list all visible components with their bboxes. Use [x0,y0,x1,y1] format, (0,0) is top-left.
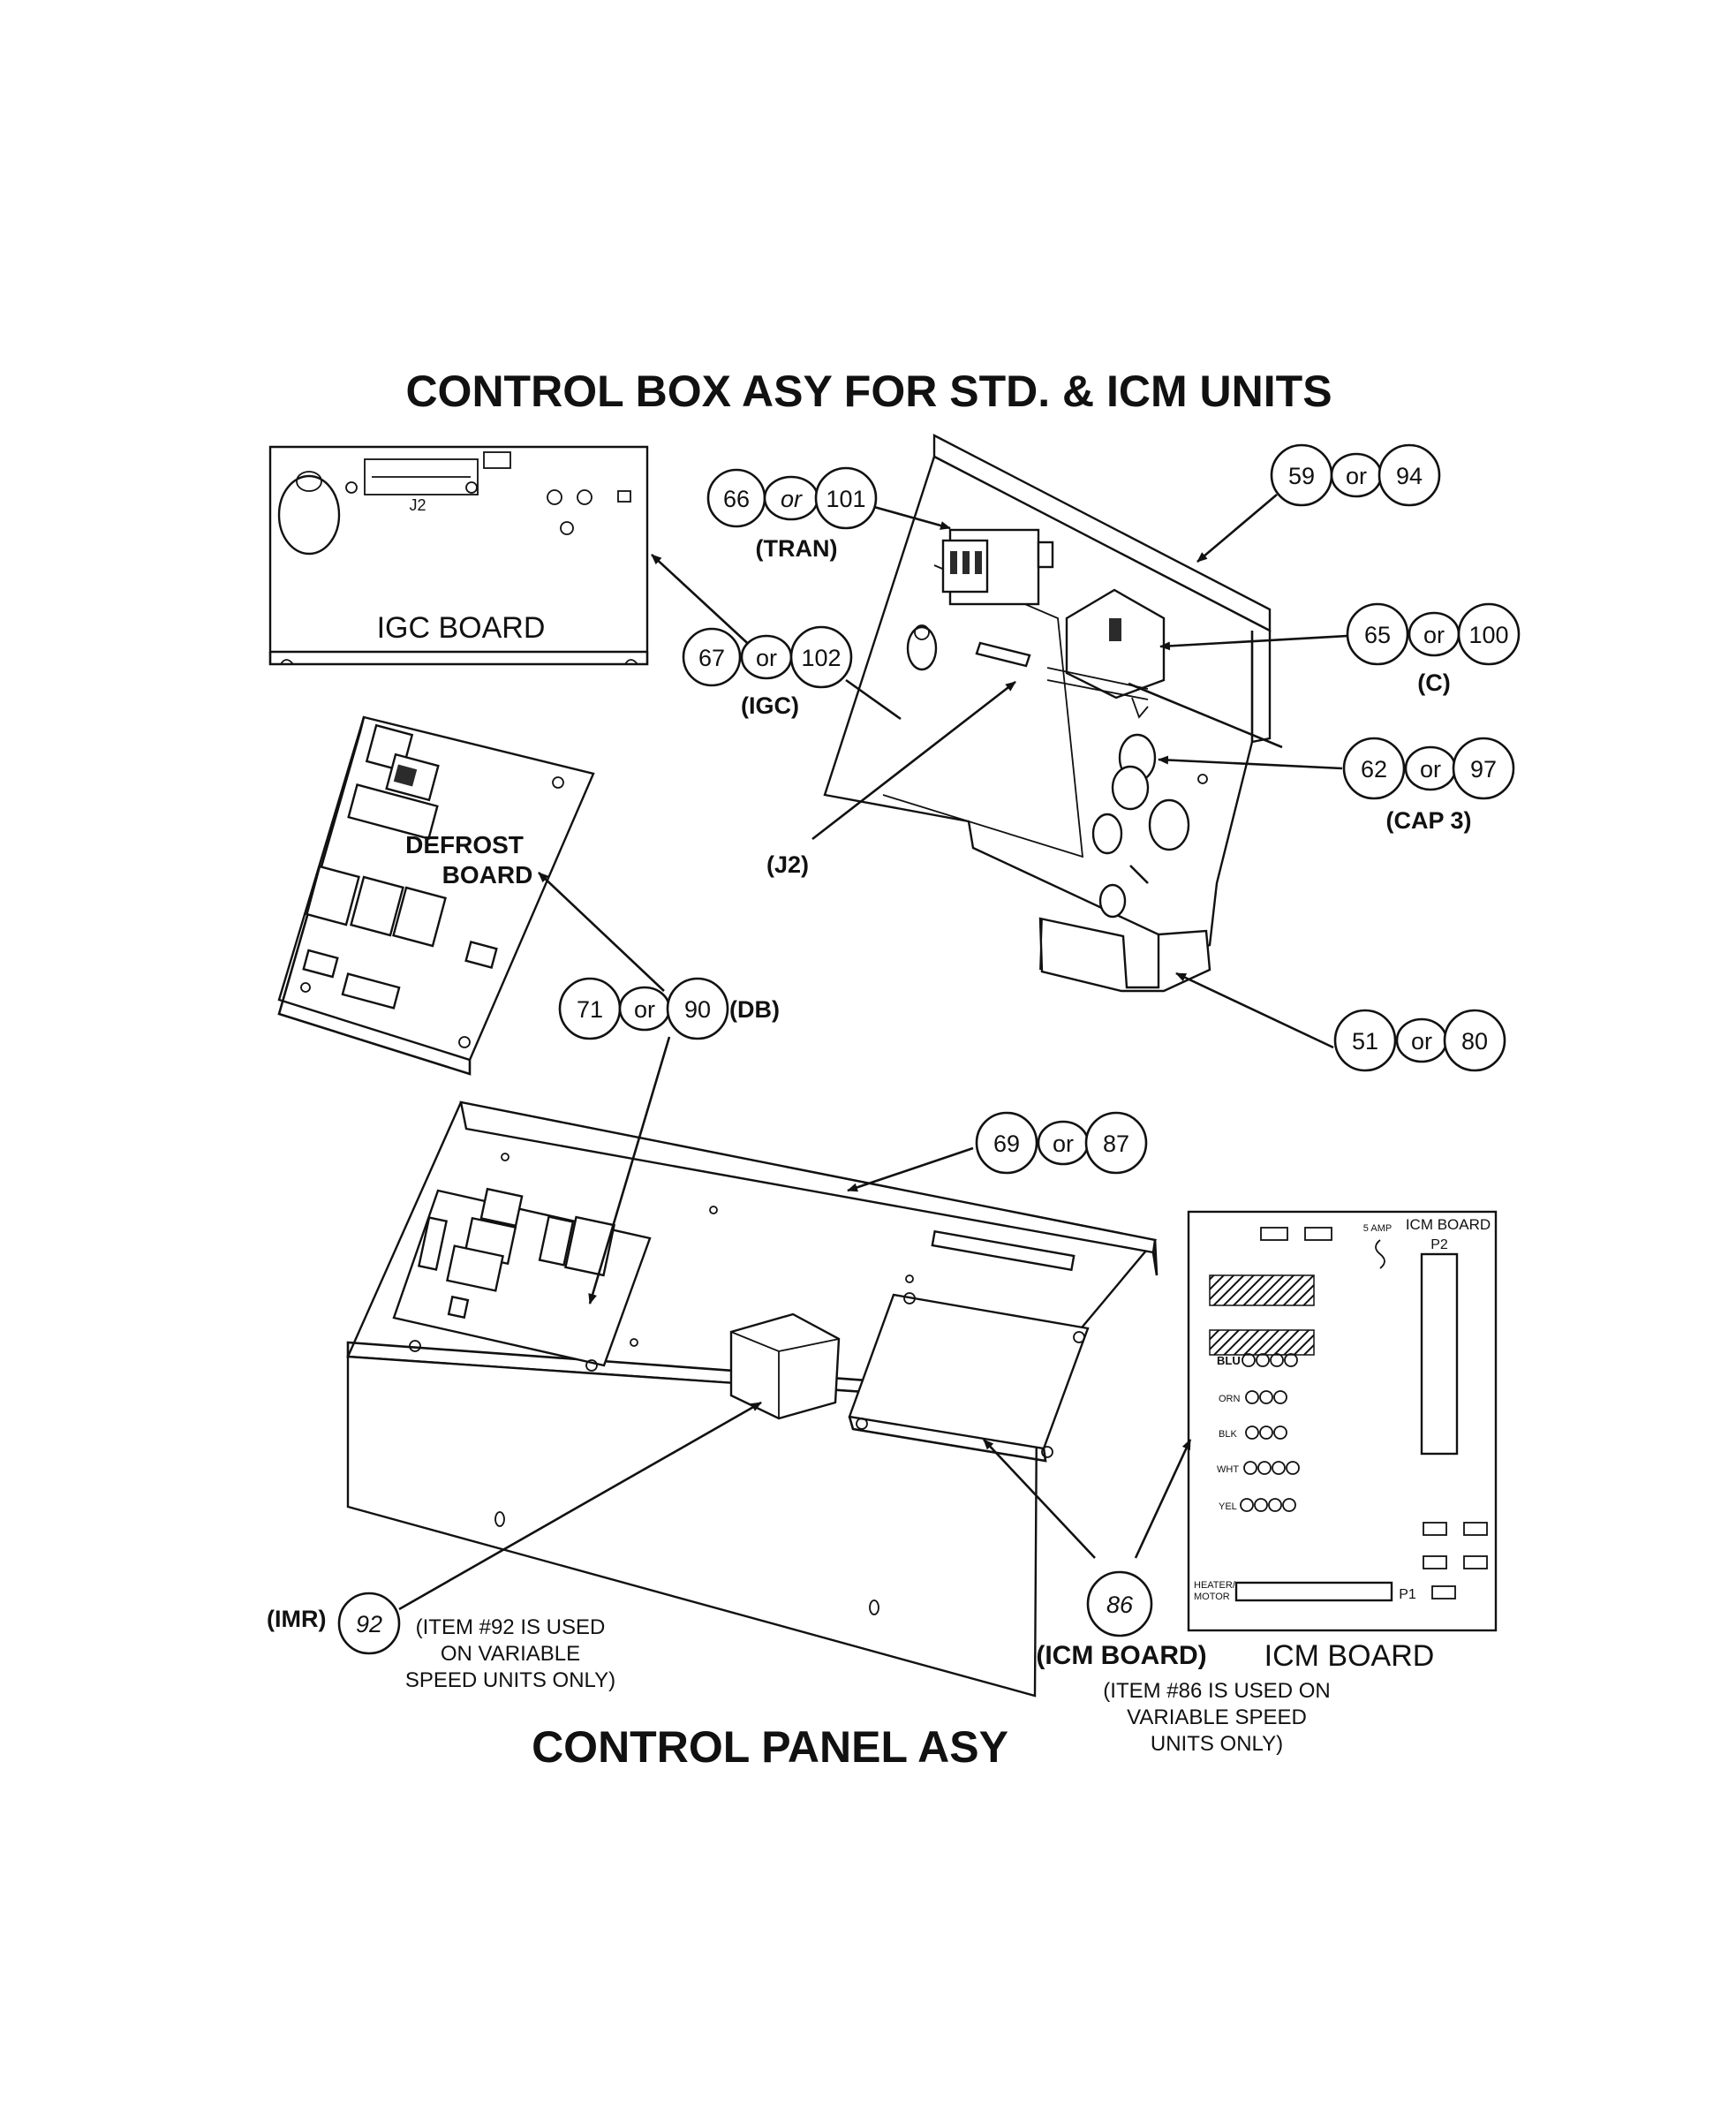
callout-db: 71 or 90 (DB) [558,977,780,1040]
control-box-illustration [823,434,1272,993]
control-panel-title: CONTROL PANEL ASY [532,1722,1008,1772]
leader-box [1196,494,1278,563]
leader-igc-board [651,554,757,652]
leader-igc-panel [845,678,902,721]
icm-wire-yel-label: YEL [1219,1501,1237,1512]
defrost-board-label-line2: BOARD [442,861,533,889]
callout-cap-tag: (CAP 3) [1385,807,1471,834]
callout-igc-a: 67 [698,645,725,671]
callout-cover-b: 80 [1461,1028,1488,1055]
callout-tran-tag: (TRAN) [756,535,838,562]
callout-cover-or: or [1411,1028,1432,1055]
callout-cap: 62 or 97 (CAP 3) [1342,737,1515,834]
callout-cap-or: or [1420,756,1441,783]
leader-panel [847,1146,974,1192]
leader-cap [1158,755,1343,770]
callout-imr: (IMR) 92 (ITEM #92 IS USED ON VARIABLE S… [267,1592,615,1692]
callout-panel-or: or [1053,1131,1074,1157]
callout-db-b: 90 [684,996,711,1023]
icm-p1-label: P1 [1399,1587,1416,1602]
icm-wire-orn-label: ORN [1219,1394,1241,1404]
callout-contactor: 65 or 100 (C) [1346,602,1521,696]
callout-icm-tag: (ICM BOARD) [1036,1641,1206,1670]
icm-wire-blk-label: BLK [1219,1429,1237,1440]
callout-contactor-tag: (C) [1417,669,1450,696]
callout-igc: 67 or 102 (IGC) [682,625,853,719]
callout-db-or: or [634,996,655,1023]
callout-db-a: 71 [577,996,603,1023]
leader-cap-2 [1128,682,1283,749]
leader-icm-detail [1134,1439,1192,1559]
icm-board-caption: ICM BOARD [1264,1639,1435,1673]
leader-icm-panel [983,1439,1096,1559]
callout-tran-a: 66 [723,486,750,512]
callout-panel: 69 or 87 [975,1111,1148,1175]
callout-box-a: 59 [1288,463,1315,489]
leader-tran [873,505,951,530]
igc-board-label: IGC BOARD [377,611,546,645]
callout-panel-b: 87 [1103,1131,1129,1157]
imr-note-line3: SPEED UNITS ONLY) [405,1668,615,1692]
callout-contactor-b: 100 [1468,622,1508,648]
leader-db-board [538,872,665,992]
icm-board-illustration [1187,1210,1498,1632]
callout-box-or: or [1346,463,1367,489]
callout-cover: 51 or 80 [1333,1009,1506,1072]
icm-note-line1: (ITEM #86 IS USED ON [1103,1679,1330,1703]
imr-note-line2: ON VARIABLE [441,1642,580,1666]
icm-5amp-label: 5 AMP [1363,1223,1392,1234]
callout-icm-num: 86 [1106,1592,1134,1618]
defrost-board-label-line1: DEFROST [405,831,524,858]
icm-note-line2: VARIABLE SPEED [1127,1705,1307,1729]
callout-box: 59 or 94 [1270,443,1441,507]
callout-imr-num: 92 [356,1611,382,1637]
leader-j2 [811,680,1016,841]
callout-panel-a: 69 [993,1131,1020,1157]
icm-heater-motor-label-2: MOTOR [1194,1592,1230,1602]
imr-note-line1: (ITEM #92 IS USED [416,1615,606,1639]
callout-igc-or: or [756,645,777,671]
icm-heater-motor-label-1: HEATER/ [1194,1580,1236,1591]
icm-p2-label: P2 [1430,1237,1448,1252]
icm-wire-pins [1240,1353,1300,1512]
leader-cover [1175,972,1334,1049]
callout-tran: 66 or 101 (TRAN) [706,466,878,562]
callout-imr-tag: (IMR) [267,1606,326,1632]
callout-cap-a: 62 [1361,756,1387,783]
callout-tran-or: or [781,486,803,512]
callout-igc-tag: (IGC) [741,692,799,719]
callout-j2-tag: (J2) [766,851,809,878]
callout-icm: 86 (ICM BOARD) (ITEM #86 IS USED ON VARI… [1036,1570,1331,1756]
icm-inner-board-label: ICM BOARD [1406,1216,1491,1233]
callout-contactor-a: 65 [1364,622,1391,648]
callout-box-b: 94 [1396,463,1423,489]
igc-board-illustration [268,445,649,666]
icm-note-line3: UNITS ONLY) [1151,1732,1283,1756]
control-panel-illustration [346,1100,1159,1698]
callout-tran-b: 101 [826,486,865,512]
igc-j2-label: J2 [409,496,426,514]
leader-contactor [1159,634,1348,651]
callout-contactor-or: or [1423,622,1445,648]
control-box-title: CONTROL BOX ASY FOR STD. & ICM UNITS [405,367,1332,416]
icm-wire-blu-label: BLU [1217,1354,1241,1367]
callout-cover-a: 51 [1352,1028,1378,1055]
callout-db-tag: (DB) [729,996,780,1023]
leader-db-panel [588,1036,671,1304]
callout-cap-b: 97 [1470,756,1497,783]
defrost-board-illustration [277,715,595,1076]
callout-igc-b: 102 [801,645,841,671]
leader-lines [398,494,1348,1611]
icm-wire-wht-label: WHT [1217,1464,1239,1475]
leader-imr [398,1401,762,1611]
